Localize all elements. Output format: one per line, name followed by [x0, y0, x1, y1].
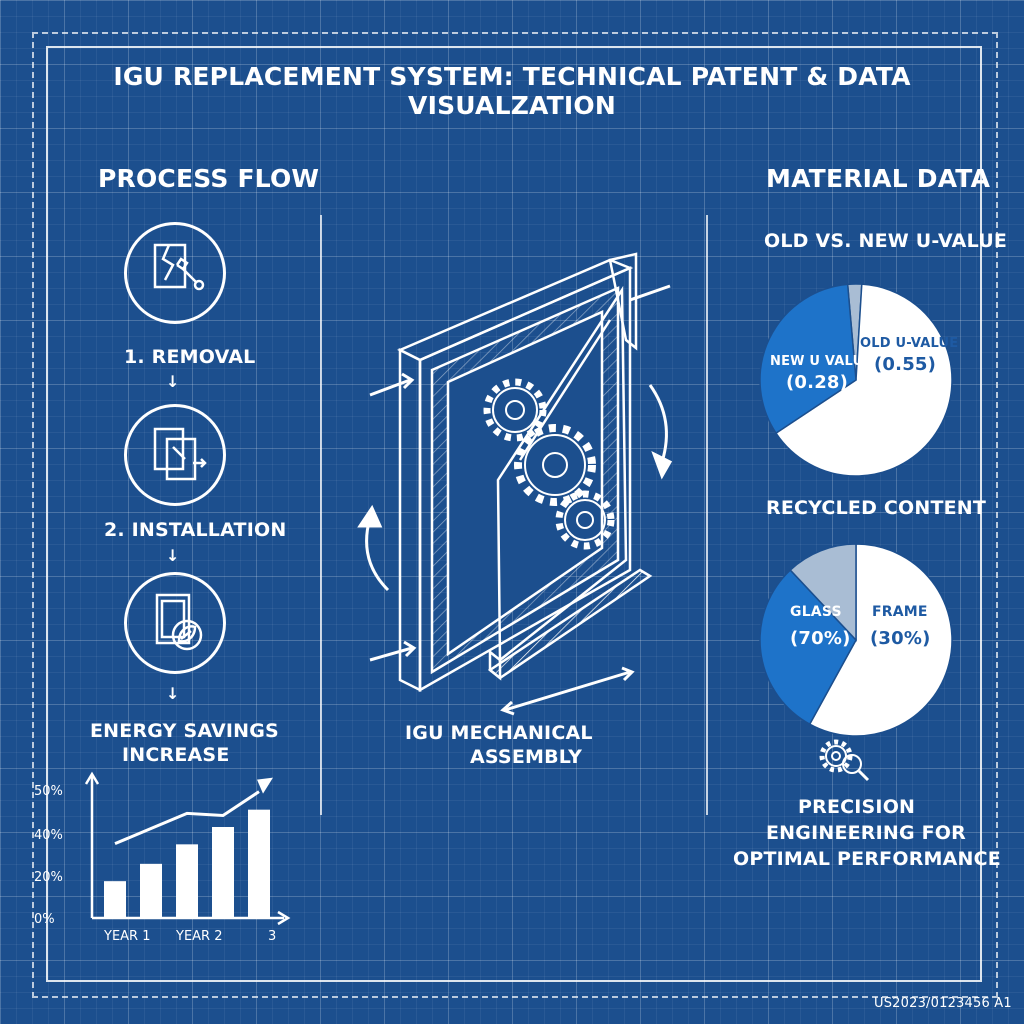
y-tick-label: 40%	[34, 828, 63, 843]
arrow-down-2: ↓	[166, 546, 180, 565]
gear-icon	[483, 378, 547, 442]
glass-value: (70%)	[790, 628, 851, 649]
gear-icon	[514, 424, 596, 506]
arrow-down-1: ↓	[166, 372, 180, 391]
step-2-circle	[124, 404, 226, 506]
footer-line1: PRECISION	[798, 796, 916, 818]
bar	[104, 881, 126, 918]
assembly-label-line1: IGU MECHANICAL	[405, 722, 593, 744]
old-u-value-label: OLD U-VALUE	[860, 336, 959, 351]
u-value-pie-chart	[759, 283, 953, 477]
patent-number: US2023/0123456 A1	[874, 996, 1012, 1011]
gear-magnifier-icon	[819, 739, 870, 782]
energy-savings-line2: INCREASE	[122, 744, 230, 766]
assembly-label-line2: ASSEMBLY	[470, 746, 583, 768]
footer-line2: ENGINEERING FOR	[766, 822, 966, 844]
window-frame	[397, 252, 653, 693]
old-u-value-number: (0.55)	[874, 354, 937, 375]
footer-line3: OPTIMAL PERFORMANCE	[733, 848, 1001, 870]
step-2-label: 2. INSTALLATION	[104, 519, 287, 541]
right-divider	[706, 215, 708, 815]
process-flow-heading: PROCESS FLOW	[98, 164, 320, 193]
glass-label: GLASS	[790, 604, 842, 620]
step-1-label: 1. REMOVAL	[124, 346, 256, 368]
y-axis-arrow	[84, 771, 100, 785]
inner-border	[46, 46, 982, 982]
bar	[248, 809, 270, 918]
trend-line	[114, 790, 260, 846]
bar	[212, 827, 234, 918]
pie-slice	[774, 283, 953, 477]
new-u-value-number: (0.28)	[786, 372, 849, 393]
material-data-heading: MATERIAL DATA	[766, 164, 991, 193]
energy-savings-bar-chart: 0% 20% 40% 50% YEAR 1 YEAR 2 3	[34, 771, 291, 944]
step-1-circle	[124, 222, 226, 324]
energy-savings-line1: ENERGY SAVINGS	[90, 720, 279, 742]
gear-icon	[555, 490, 615, 550]
pie-slice	[808, 543, 953, 737]
step-3-circle	[124, 572, 226, 674]
y-tick-label: 20%	[34, 870, 63, 885]
u-value-chart-title: OLD VS. NEW U-VALUE	[764, 230, 1008, 252]
recycled-content-pie-chart	[759, 543, 953, 737]
new-u-value-label: NEW U VALUE	[770, 354, 873, 369]
x-axis-arrow	[277, 910, 291, 926]
trend-arrowhead	[257, 777, 273, 794]
x-tick-label: YEAR 2	[175, 929, 222, 944]
bar	[140, 863, 162, 918]
igu-mechanical-assembly-drawing	[357, 252, 673, 716]
glass-leaf-icon	[155, 593, 203, 651]
pie-slice	[789, 543, 857, 642]
page-title: IGU REPLACEMENT SYSTEM: TECHNICAL PATENT…	[113, 62, 911, 120]
rotation-arrows	[357, 284, 673, 716]
left-divider	[320, 215, 322, 815]
frame-label: FRAME	[872, 604, 928, 620]
outer-dashed-border	[32, 32, 998, 998]
broken-glass-wrench-icon	[153, 243, 205, 291]
y-tick-label: 0%	[34, 912, 55, 927]
recycled-content-title: RECYCLED CONTENT	[766, 497, 987, 519]
pie-slice	[759, 568, 857, 726]
pie-slice	[759, 283, 857, 435]
frame-value: (30%)	[870, 628, 931, 649]
glass-pane-install-icon	[153, 427, 207, 481]
arrow-down-3: ↓	[166, 684, 180, 703]
bar	[176, 844, 198, 918]
y-tick-label: 50%	[34, 784, 63, 799]
x-tick-label: 3	[268, 929, 276, 944]
x-tick-label: YEAR 1	[103, 929, 150, 944]
